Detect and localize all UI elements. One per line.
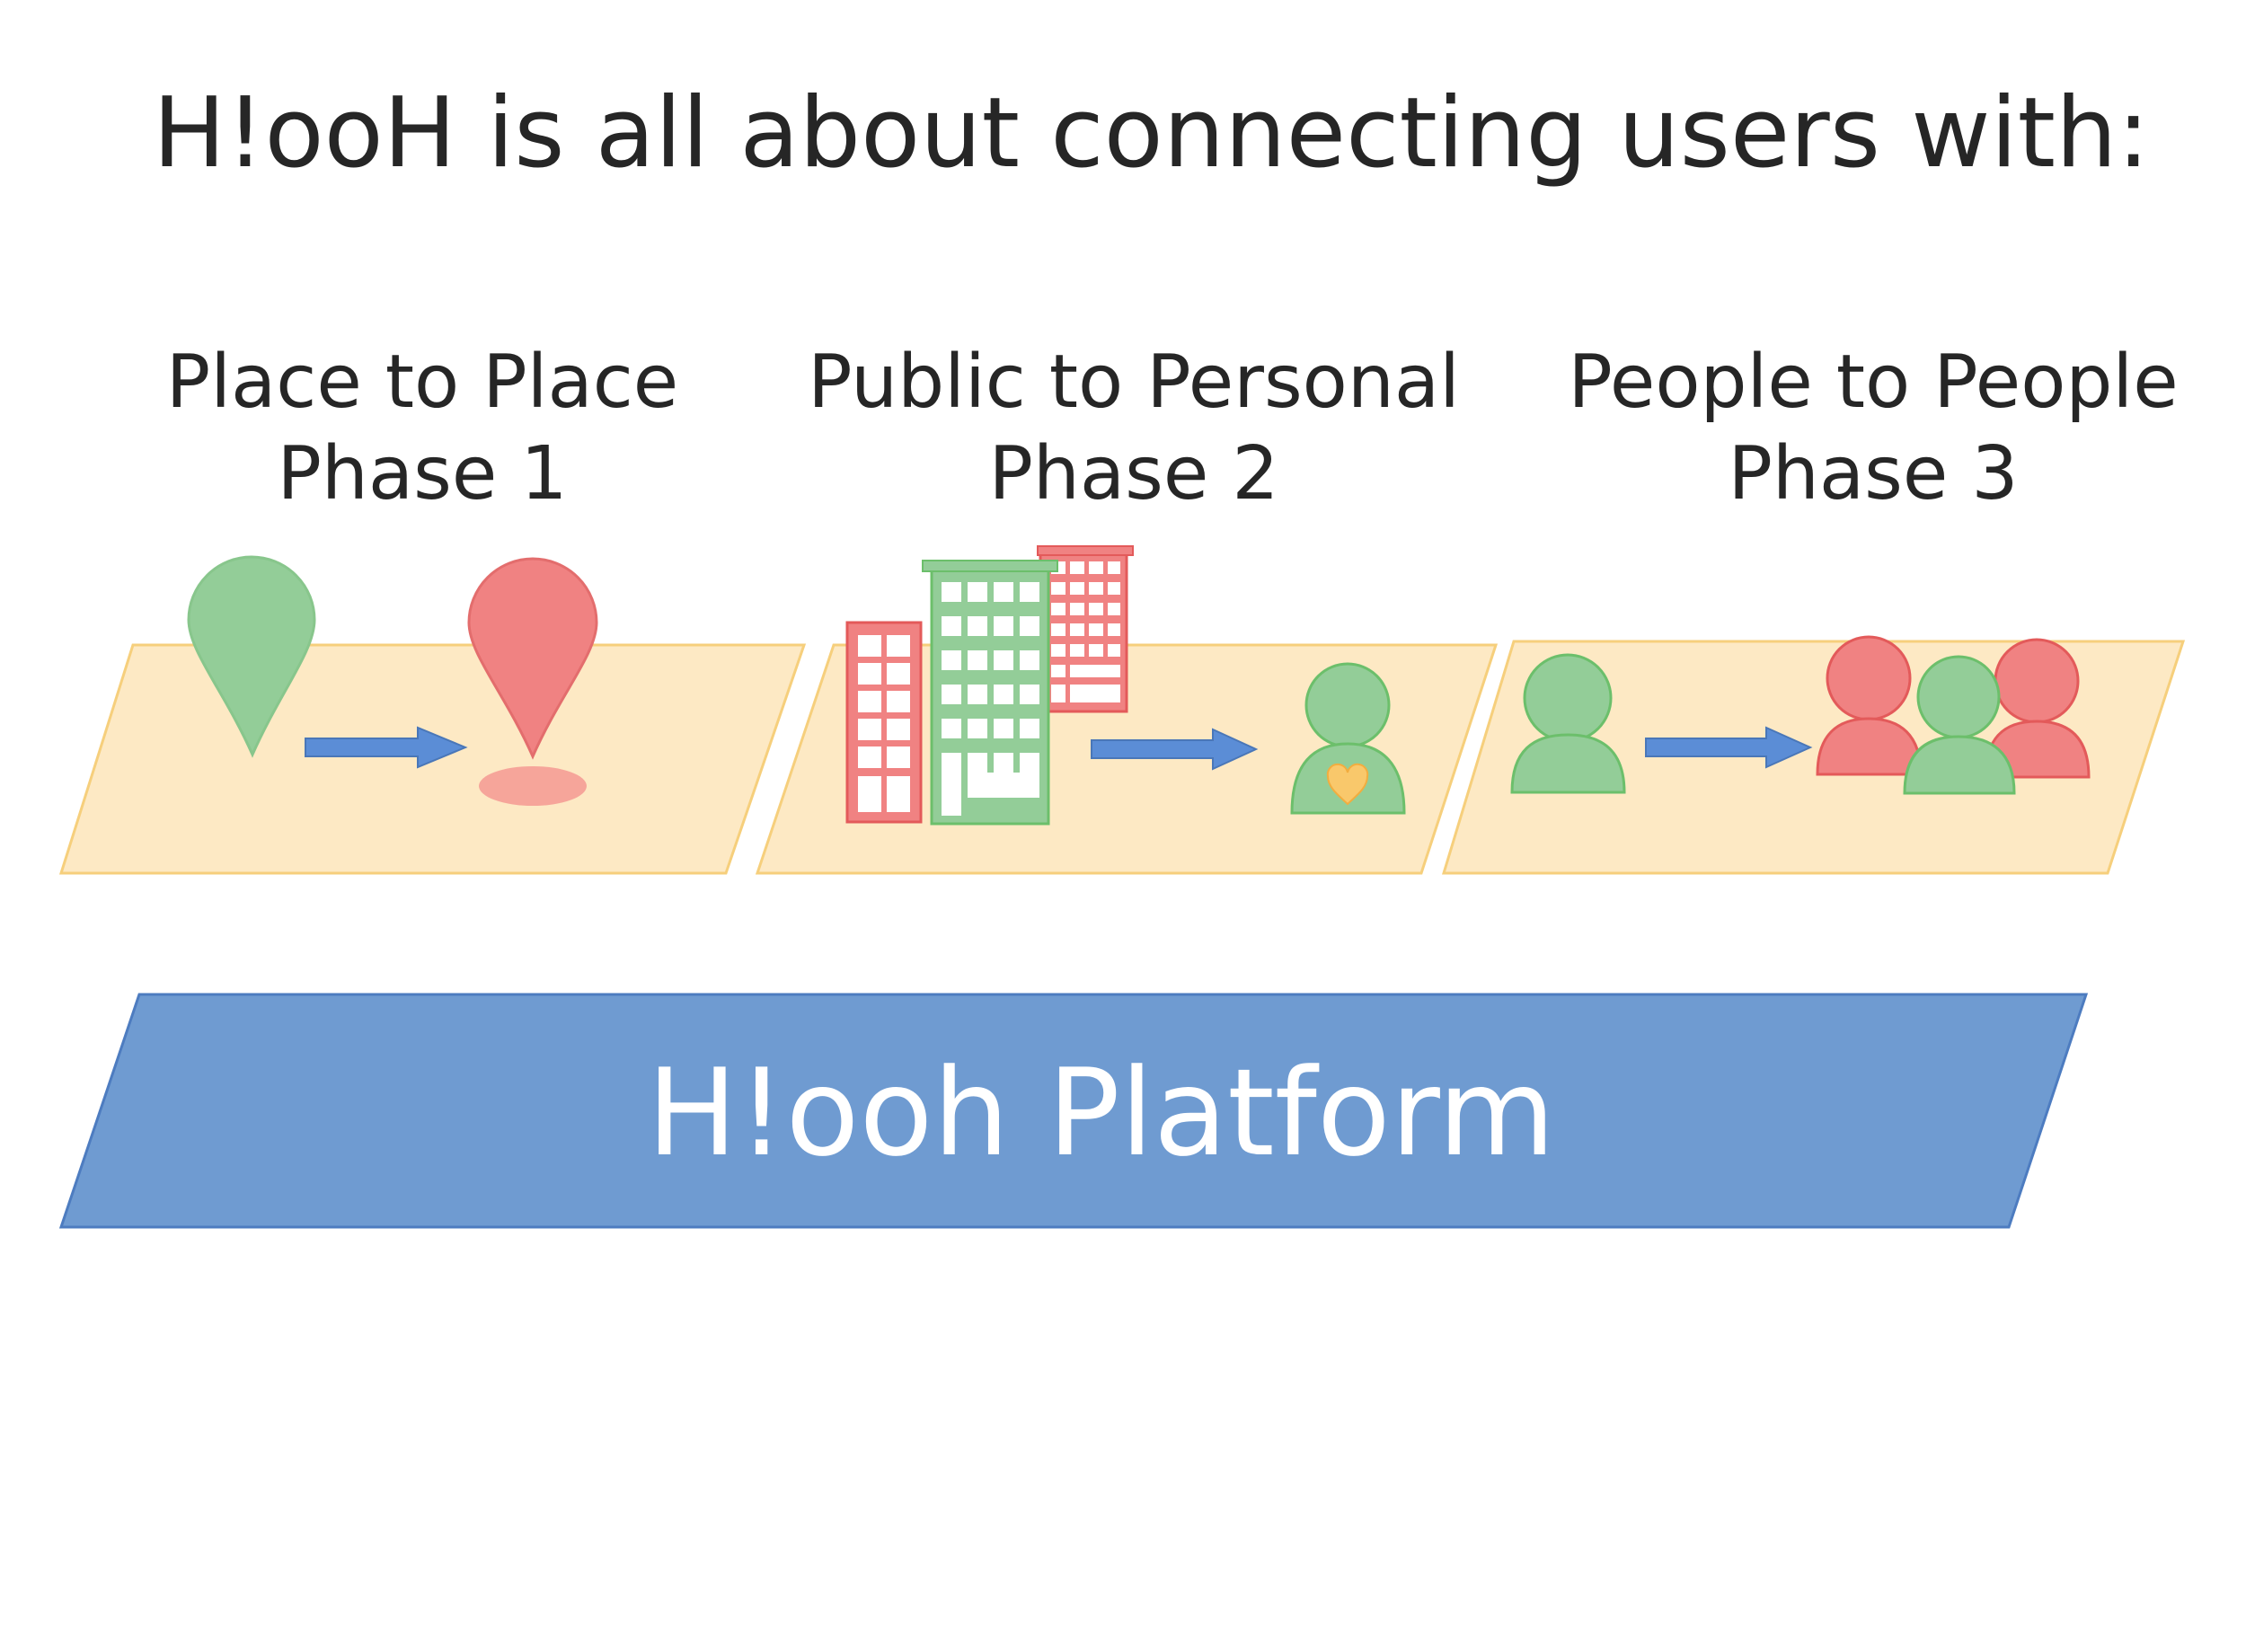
platform-label: H!ooh Platform (647, 1043, 1556, 1183)
phase-3-heading: People to People Phase 3 (1532, 337, 2215, 520)
red-location-pin-shadow (479, 766, 587, 806)
phase-2-arrow-icon (1091, 728, 1259, 771)
phase-1-arrow-icon (305, 726, 468, 769)
phase-3-label: Phase 3 (1728, 431, 2019, 517)
group-of-people-icon (1816, 635, 2091, 795)
platform-bar (58, 993, 2089, 1229)
phase-3-name: People to People (1568, 340, 2179, 425)
green-location-pin-icon (187, 555, 316, 758)
phase-1-label: Phase 1 (277, 431, 568, 517)
person-with-heart-icon (1290, 662, 1406, 815)
phase-1-name: Place to Place (165, 340, 679, 425)
phase-2-heading: Public to Personal Phase 2 (792, 337, 1475, 520)
slide-title: H!ooH is all about connecting users with… (153, 77, 2150, 190)
red-building-back-icon (1037, 545, 1134, 713)
phase-3-arrow-icon (1645, 726, 1813, 769)
red-location-pin-icon (467, 557, 598, 760)
green-building-icon (922, 560, 1058, 826)
phase-2-label: Phase 2 (988, 431, 1279, 517)
phase-2-name: Public to Personal (808, 340, 1460, 425)
red-building-front-icon (845, 621, 923, 824)
single-person-icon (1510, 653, 1626, 794)
phase-1-heading: Place to Place Phase 1 (81, 337, 764, 520)
